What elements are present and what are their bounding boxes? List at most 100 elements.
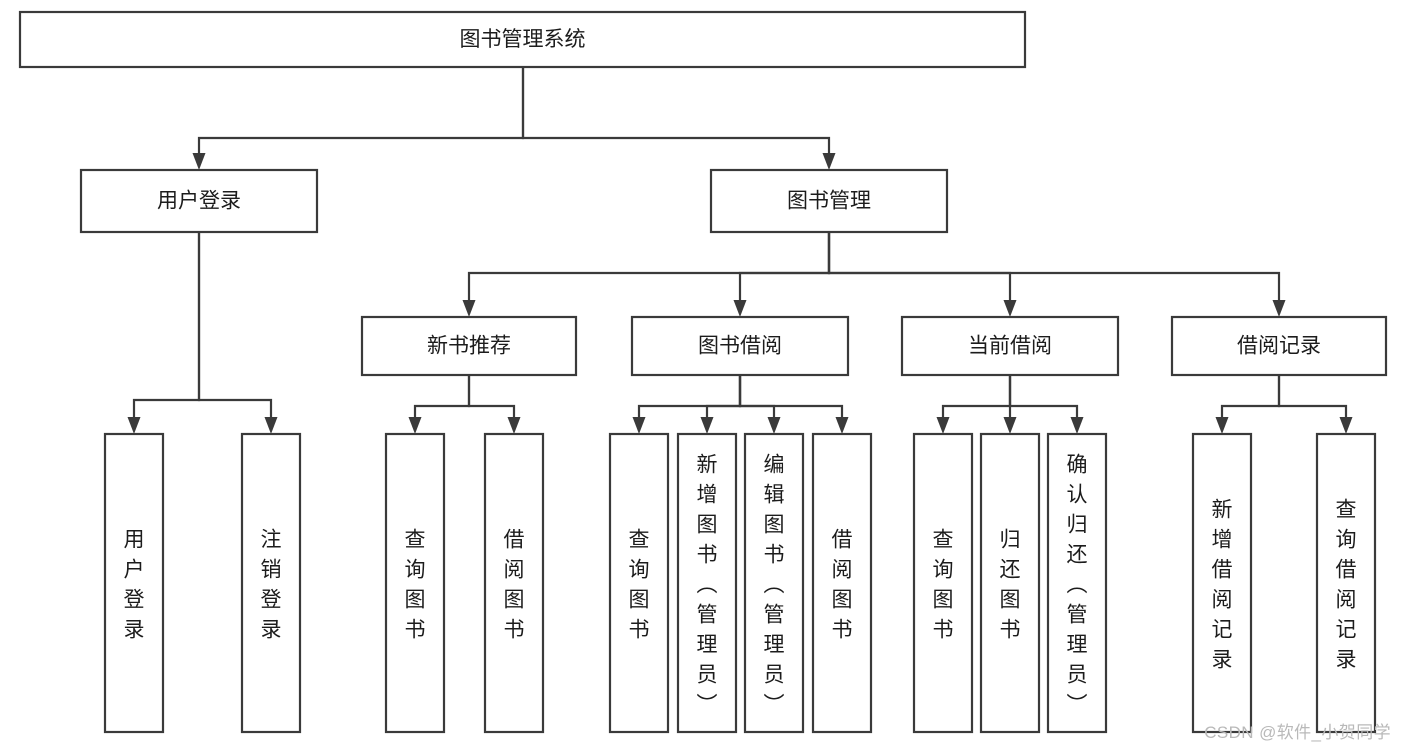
connector-current-borrow-to-leaf-query-3 <box>936 375 1012 434</box>
node-leaf-return[interactable]: 归还图书 <box>979 432 1041 734</box>
node-label-leaf-query-rec: 查询借阅记录 <box>1336 498 1357 671</box>
connector-root-to-user-login <box>192 67 525 170</box>
node-leaf-logout[interactable]: 注销登录 <box>240 432 302 734</box>
node-root[interactable]: 图书管理系统 <box>18 10 1027 69</box>
node-leaf-query-3[interactable]: 查询图书 <box>912 432 974 734</box>
connector-book-manage-to-current-borrow <box>827 232 1017 317</box>
connector-new-book-rec-to-leaf-query-1 <box>408 375 471 434</box>
node-label-leaf-edit-book: 编辑图书︵管理员︶ <box>764 453 785 716</box>
node-label-leaf-user-login: 用户登录 <box>124 528 145 641</box>
arrow-head-icon <box>767 417 781 434</box>
node-box-new-book-rec <box>360 315 578 377</box>
node-box-leaf-query-1 <box>384 432 446 734</box>
node-leaf-user-login[interactable]: 用户登录 <box>103 432 165 734</box>
node-box-leaf-logout <box>240 432 302 734</box>
arrow-head-icon <box>632 417 646 434</box>
node-book-borrow[interactable]: 图书借阅 <box>630 315 850 377</box>
node-label-book-manage: 图书管理 <box>787 190 871 213</box>
connector-book-borrow-to-leaf-borrow-2 <box>738 375 849 434</box>
node-label-leaf-query-1: 查询图书 <box>405 528 426 641</box>
node-label-current-borrow: 当前借阅 <box>968 335 1052 358</box>
node-leaf-add-book[interactable]: 新增图书︵管理员︶ <box>676 432 738 734</box>
arrow-head-icon <box>1003 300 1017 317</box>
node-new-book-rec[interactable]: 新书推荐 <box>360 315 578 377</box>
csdn-watermark: CSDN @软件_小贺同学 <box>1204 723 1391 742</box>
node-leaf-borrow-1[interactable]: 借阅图书 <box>483 432 545 734</box>
node-leaf-add-rec[interactable]: 新增借阅记录 <box>1191 432 1253 734</box>
node-box-leaf-borrow-2 <box>811 432 873 734</box>
node-label-leaf-query-2: 查询图书 <box>629 528 650 641</box>
node-label-leaf-return: 归还图书 <box>1000 528 1021 641</box>
node-label-leaf-confirm: 确认归还︵管理员︶ <box>1067 453 1088 716</box>
node-box-book-manage <box>709 168 949 234</box>
connector-book-borrow-to-leaf-query-2 <box>632 375 742 434</box>
connector-borrow-record-to-leaf-query-rec <box>1277 375 1353 434</box>
node-leaf-query-2[interactable]: 查询图书 <box>608 432 670 734</box>
node-label-new-book-rec: 新书推荐 <box>427 335 511 358</box>
arrow-head-icon <box>507 417 521 434</box>
arrow-head-icon <box>127 417 141 434</box>
node-label-leaf-borrow-1: 借阅图书 <box>504 528 525 641</box>
node-box-leaf-user-login <box>103 432 165 734</box>
arrow-head-icon <box>700 417 714 434</box>
arrow-head-icon <box>1070 417 1084 434</box>
arrow-head-icon <box>733 300 747 317</box>
connector-book-manage-to-book-borrow <box>733 232 831 317</box>
arrow-head-icon <box>822 153 836 170</box>
node-label-root: 图书管理系统 <box>460 28 586 51</box>
node-leaf-edit-book[interactable]: 编辑图书︵管理员︶ <box>743 432 805 734</box>
node-label-leaf-query-3: 查询图书 <box>933 528 954 641</box>
node-leaf-query-rec[interactable]: 查询借阅记录 <box>1315 432 1377 734</box>
arrow-head-icon <box>835 417 849 434</box>
node-book-manage[interactable]: 图书管理 <box>709 168 949 234</box>
connector-current-borrow-to-leaf-confirm <box>1008 375 1084 434</box>
node-box-leaf-confirm <box>1046 432 1108 734</box>
node-label-user-login: 用户登录 <box>157 190 241 213</box>
node-label-leaf-borrow-2: 借阅图书 <box>832 528 853 641</box>
arrow-head-icon <box>936 417 950 434</box>
node-box-root <box>18 10 1027 69</box>
node-leaf-borrow-2[interactable]: 借阅图书 <box>811 432 873 734</box>
arrow-head-icon <box>192 153 206 170</box>
node-box-leaf-query-2 <box>608 432 670 734</box>
connector-user-login-to-leaf-user-login <box>127 232 201 434</box>
arrow-head-icon <box>1215 417 1229 434</box>
node-box-user-login <box>79 168 319 234</box>
connector-layer <box>127 67 1353 434</box>
node-current-borrow[interactable]: 当前借阅 <box>900 315 1120 377</box>
arrow-head-icon <box>462 300 476 317</box>
connector-book-borrow-to-leaf-add-book <box>700 375 742 434</box>
connector-root-to-book-manage <box>521 67 836 170</box>
connector-book-manage-to-borrow-record <box>827 232 1286 317</box>
connector-book-borrow-to-leaf-edit-book <box>738 375 781 434</box>
arrow-head-icon <box>1272 300 1286 317</box>
node-label-leaf-add-book: 新增图书︵管理员︶ <box>697 453 718 716</box>
node-label-book-borrow: 图书借阅 <box>698 335 782 358</box>
node-box-book-borrow <box>630 315 850 377</box>
node-label-borrow-record: 借阅记录 <box>1237 335 1321 358</box>
node-layer: 图书管理系统用户登录图书管理新书推荐图书借阅当前借阅借阅记录用户登录注销登录查询… <box>18 10 1388 734</box>
node-user-login[interactable]: 用户登录 <box>79 168 319 234</box>
node-box-leaf-add-book <box>676 432 738 734</box>
node-box-leaf-query-3 <box>912 432 974 734</box>
node-box-leaf-edit-book <box>743 432 805 734</box>
node-box-current-borrow <box>900 315 1120 377</box>
node-leaf-confirm[interactable]: 确认归还︵管理员︶ <box>1046 432 1108 734</box>
node-box-leaf-add-rec <box>1191 432 1253 734</box>
node-box-borrow-record <box>1170 315 1388 377</box>
connector-new-book-rec-to-leaf-borrow-1 <box>467 375 521 434</box>
arrow-head-icon <box>1003 417 1017 434</box>
connector-borrow-record-to-leaf-add-rec <box>1215 375 1281 434</box>
node-leaf-query-1[interactable]: 查询图书 <box>384 432 446 734</box>
node-label-leaf-logout: 注销登录 <box>261 528 282 641</box>
node-borrow-record[interactable]: 借阅记录 <box>1170 315 1388 377</box>
node-box-leaf-borrow-1 <box>483 432 545 734</box>
connector-book-manage-to-new-book-rec <box>462 232 831 317</box>
node-box-leaf-query-rec <box>1315 432 1377 734</box>
arrow-head-icon <box>1339 417 1353 434</box>
node-label-leaf-add-rec: 新增借阅记录 <box>1212 498 1233 671</box>
connector-user-login-to-leaf-logout <box>197 232 278 434</box>
arrow-head-icon <box>408 417 422 434</box>
node-box-leaf-return <box>979 432 1041 734</box>
